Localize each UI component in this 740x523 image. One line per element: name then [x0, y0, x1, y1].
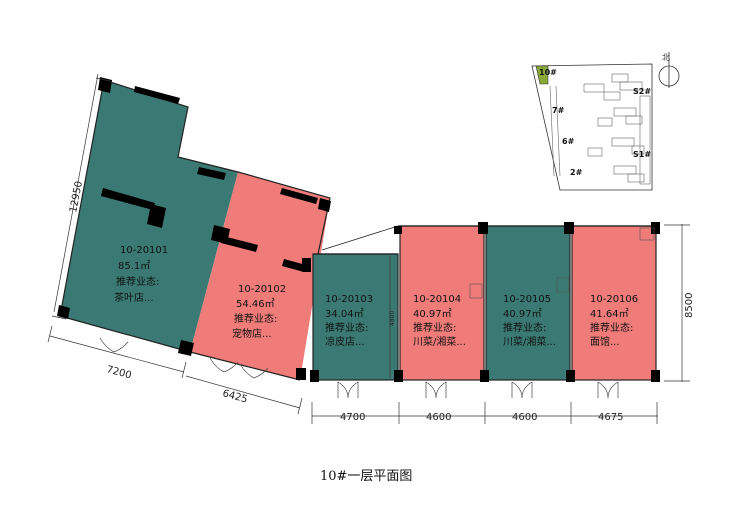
dimension-bottom-row: 4700 4600 4600 4675: [311, 402, 658, 424]
svg-text:10-20105: 10-20105: [503, 294, 551, 305]
unit-10-20102-area[interactable]: [190, 172, 330, 380]
svg-text:54.46㎡: 54.46㎡: [236, 298, 275, 310]
svg-text:推荐业态:: 推荐业态:: [413, 321, 456, 334]
svg-text:4700: 4700: [340, 412, 365, 423]
unit-10-20103-area[interactable]: [313, 254, 398, 380]
svg-text:10-20104: 10-20104: [413, 294, 461, 305]
dimension-right-height: 8500: [664, 224, 695, 382]
svg-text:推荐业态:: 推荐业态:: [116, 275, 159, 288]
svg-text:凉皮店...: 凉皮店...: [325, 335, 365, 348]
unit-10-20105-area[interactable]: [486, 226, 570, 380]
svg-text:6425: 6425: [221, 388, 248, 405]
svg-text:10-20103: 10-20103: [325, 294, 373, 305]
unit-10-20104-area[interactable]: [400, 226, 484, 380]
svg-text:10-20106: 10-20106: [590, 294, 638, 305]
svg-text:40.97㎡: 40.97㎡: [503, 308, 542, 320]
svg-text:4600: 4600: [512, 412, 537, 423]
fixture-box: [469, 283, 483, 299]
svg-text:茶叶店...: 茶叶店...: [114, 291, 154, 304]
svg-text:10-20101: 10-20101: [120, 245, 168, 256]
unit-label-10-20101: 10-20101 85.1㎡ 推荐业态: 茶叶店...: [114, 245, 168, 304]
svg-text:2#: 2#: [570, 168, 583, 177]
svg-text:面馆...: 面馆...: [590, 335, 620, 348]
svg-text:川菜/湘菜...: 川菜/湘菜...: [503, 335, 556, 348]
svg-text:7200: 7200: [105, 364, 132, 381]
svg-text:推荐业态:: 推荐业态:: [234, 312, 277, 325]
svg-text:4600: 4600: [426, 412, 451, 423]
svg-text:40.97㎡: 40.97㎡: [413, 308, 452, 320]
unit-label-10-20103: 10-20103 34.04㎡ 推荐业态: 凉皮店...: [325, 294, 373, 348]
fixture-box: [639, 227, 655, 241]
svg-text:41.64㎡: 41.64㎡: [590, 308, 629, 320]
svg-text:10#: 10#: [539, 68, 557, 77]
svg-text:推荐业态:: 推荐业态:: [503, 321, 546, 334]
page-title: 10#一层平面图: [320, 469, 412, 484]
north-arrow-label: 北: [662, 53, 670, 62]
svg-text:4800: 4800: [389, 311, 396, 326]
dimension-inner-height: 4800: [389, 256, 396, 378]
svg-text:7#: 7#: [552, 106, 565, 115]
svg-text:6#: 6#: [562, 137, 575, 146]
unit-label-10-20104: 10-20104 40.97㎡ 推荐业态: 川菜/湘菜...: [413, 294, 466, 348]
svg-text:推荐业态:: 推荐业态:: [590, 321, 633, 334]
fixture-box: [556, 277, 570, 293]
site-key-map: 10# S2# 7# 6# S1# 2#: [531, 63, 653, 191]
structural-columns: [57, 77, 660, 382]
svg-text:宠物店...: 宠物店...: [232, 327, 272, 340]
svg-text:85.1㎡: 85.1㎡: [118, 260, 150, 272]
dimension-bottom-6425: 6425: [185, 375, 303, 415]
svg-text:推荐业态:: 推荐业态:: [325, 321, 368, 334]
unit-10-20106-area[interactable]: [572, 226, 656, 380]
svg-text:34.04㎡: 34.04㎡: [325, 308, 364, 320]
unit-label-10-20106: 10-20106 41.64㎡ 推荐业态: 面馆...: [590, 294, 638, 348]
svg-text:8500: 8500: [684, 293, 695, 318]
svg-text:4675: 4675: [598, 412, 623, 423]
north-arrow: 北: [658, 52, 680, 88]
svg-text:S2#: S2#: [633, 87, 651, 96]
unit-label-10-20102: 10-20102 54.46㎡ 推荐业态: 宠物店...: [232, 284, 286, 340]
svg-text:10-20102: 10-20102: [238, 284, 286, 295]
svg-text:S1#: S1#: [633, 150, 651, 159]
doors: [99, 337, 619, 399]
unit-label-10-20105: 10-20105 40.97㎡ 推荐业态: 川菜/湘菜...: [503, 294, 556, 348]
svg-text:川菜/湘菜...: 川菜/湘菜...: [413, 335, 466, 348]
